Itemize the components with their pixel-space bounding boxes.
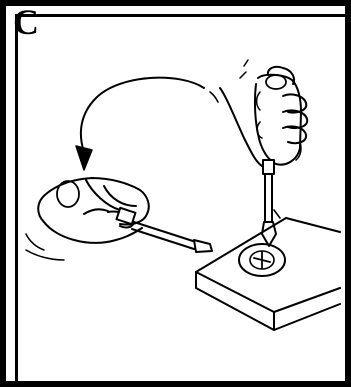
screw-icon <box>196 210 340 330</box>
screwdriver-icon <box>262 160 276 246</box>
rotation-arrow-icon <box>76 78 218 170</box>
hand-icon <box>220 60 307 166</box>
screwdriver-icon <box>117 208 212 252</box>
